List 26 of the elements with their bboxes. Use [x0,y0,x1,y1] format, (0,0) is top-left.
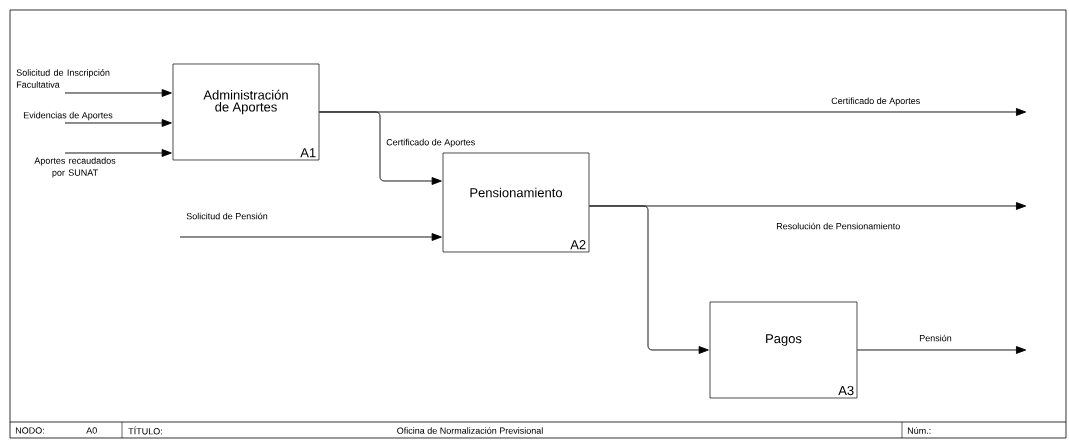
field-label: TÍTULO: [128,426,162,435]
edge-label: Solicitud de Inscripción Facultativa [16,69,110,88]
field-value: A0 [86,427,97,434]
arrow [64,89,172,97]
arrow [64,119,172,127]
edge-label: Certificado de Aportes [386,138,475,148]
edge-label: Certificado de Aportes [831,97,920,106]
field-label: Núm.: [907,427,931,434]
edge-label: Pensión [919,334,952,342]
process-box: Pensionamiento A2 [442,152,590,253]
arrow [318,111,442,185]
title-text: Oficina de Normalización Previsional [397,427,543,434]
process-box: Pagos A3 [709,301,858,399]
edge-label: Solicitud de Pensión [186,212,268,220]
box-number: A3 [838,385,854,396]
edge-label: Evidencias de Aportes [23,111,113,121]
arrow [588,205,709,354]
arrow [64,149,172,157]
field-label: NODO: [15,427,44,434]
arrow [179,233,442,241]
edge-label: Aportes recaudados por SUNAT [34,157,116,178]
box-number: A2 [570,240,586,250]
edge-label: Resolución de Pensionamiento [776,222,900,230]
box-number: A1 [300,148,316,158]
process-box: Administración de Aportes A1 [172,63,320,161]
arrow [856,346,1027,354]
